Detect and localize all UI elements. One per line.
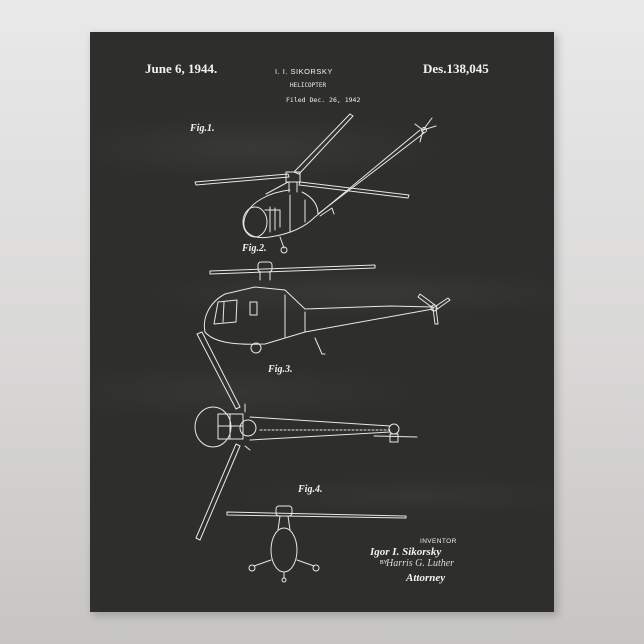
inventor-label: INVENTOR (420, 538, 457, 545)
by-label: BY (380, 560, 388, 566)
figure-3-top-drawing (194, 331, 418, 541)
helicopter-drawings (194, 113, 451, 583)
filed-date: Filed Dec. 26, 1942 (286, 96, 361, 104)
inventor-name: I. I. SIKORSKY (275, 67, 333, 76)
attorney-label: Attorney (406, 572, 446, 584)
patent-poster: June 6, 1944. I. I. SIKORSKY HELICOPTER … (90, 32, 554, 612)
figure-1-label: Fig.1. (190, 123, 215, 134)
figure-3-label: Fig.3. (268, 364, 293, 375)
figure-2-label: Fig.2. (242, 243, 267, 254)
patent-number: Des.138,045 (423, 61, 489, 76)
patent-subject: HELICOPTER (290, 82, 327, 89)
figure-4-label: Fig.4. (298, 484, 323, 495)
figure-1-perspective-drawing (194, 113, 437, 254)
figure-2-side-drawing (203, 261, 451, 355)
attorney-signature: Harris G. Luther (386, 558, 455, 569)
inventor-signature: Igor I. Sikorsky (370, 546, 442, 558)
patent-date: June 6, 1944. (145, 61, 218, 76)
figure-4-front-drawing (226, 505, 407, 583)
